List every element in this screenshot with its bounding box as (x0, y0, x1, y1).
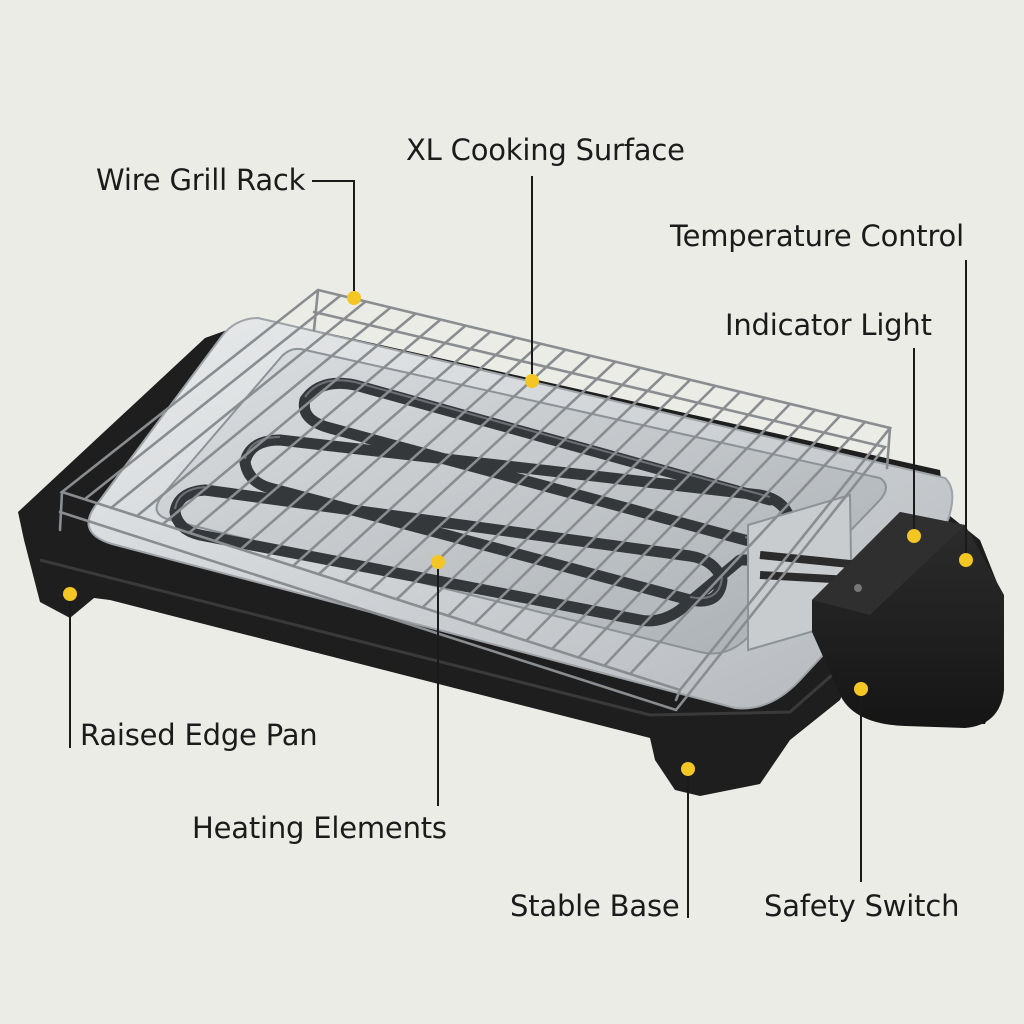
label-xl-cooking-surface: XL Cooking Surface (406, 133, 685, 167)
callout-marker-icon (525, 374, 539, 388)
callout-marker-icon (347, 291, 361, 305)
wire-grill-rack (58, 288, 893, 712)
control-box-face (812, 512, 965, 615)
callout-marker-icon (907, 529, 921, 543)
callout-marker-icon (681, 762, 695, 776)
callout-markers (63, 291, 973, 776)
callout-marker-icon (854, 682, 868, 696)
label-indicator-light: Indicator Light (725, 308, 932, 342)
leader-wire-grill-rack (312, 180, 355, 298)
label-temperature-control: Temperature Control (670, 219, 964, 253)
callout-marker-icon (959, 553, 973, 567)
heating-element-coil (169, 377, 826, 627)
label-wire-grill-rack: Wire Grill Rack (96, 163, 306, 197)
callout-marker-icon (431, 555, 445, 569)
element-rod-1 (759, 551, 861, 569)
callout-marker-icon (63, 587, 77, 601)
label-raised-edge-pan: Raised Edge Pan (80, 718, 318, 752)
label-stable-base: Stable Base (510, 889, 680, 923)
label-safety-switch: Safety Switch (764, 889, 960, 923)
label-heating-elements: Heating Elements (192, 811, 447, 845)
indicator-lamp (854, 584, 862, 592)
callout-leader-lines (69, 176, 967, 918)
electric-grill-illustration (18, 288, 1004, 796)
